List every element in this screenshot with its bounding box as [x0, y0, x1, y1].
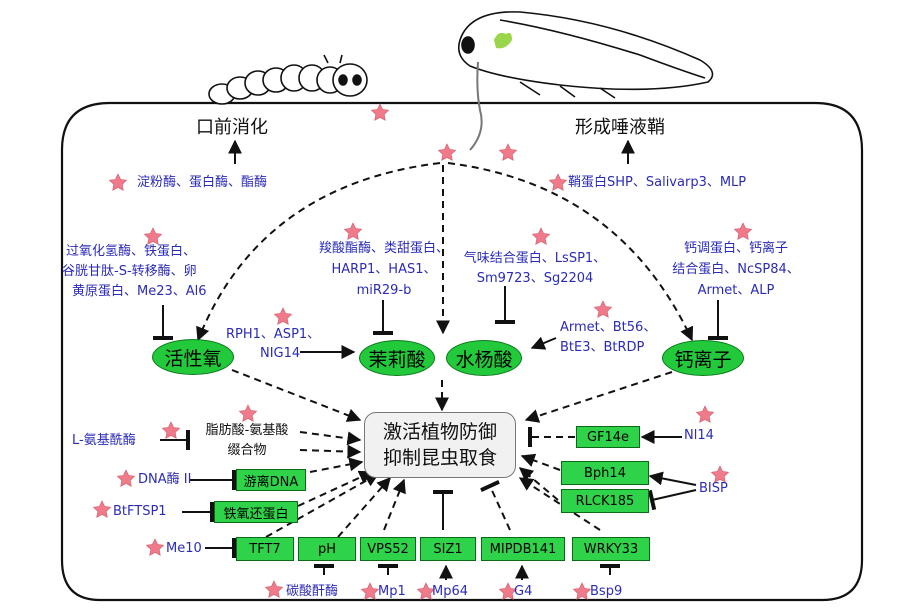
l-amino-label: L-氨基酰酶: [72, 433, 136, 448]
center-line2: 抑制昆虫取食: [382, 447, 497, 469]
ni14-label: Nl14: [684, 428, 714, 443]
center-line1: 激活植物防御: [382, 421, 497, 443]
factor-vps52: VPS52: [360, 537, 416, 561]
factor-gf14e: GF14e: [576, 426, 640, 448]
planthopper-icon: [457, 11, 714, 151]
g4-label: G4: [514, 584, 533, 599]
signal-sa: 水杨酸: [446, 340, 522, 376]
sheath-label: 形成唾液鞘: [575, 117, 665, 138]
carbonic-label: 碳酸酐酶: [286, 584, 339, 599]
ca-effectors-line3: Armet、ALP: [697, 283, 775, 298]
signal-ros: 活性氧: [152, 339, 234, 375]
factor-ph: pH: [298, 537, 356, 561]
factor-free-dna: 游离DNA: [236, 469, 306, 491]
bsp9-label: Bsp9: [590, 584, 623, 599]
btftsp1-label: BtFTSP1: [113, 504, 167, 519]
sa-inducers-line2: BtE3、BtRDP: [560, 340, 645, 355]
bisp-label: BISP: [699, 481, 728, 496]
ca-effectors-line1: 钙调蛋白、钙离子: [683, 241, 788, 256]
sa-effectors-line1: 气味结合蛋白、LsSP1、: [463, 251, 607, 266]
center-outcome-box: 激活植物防御 抑制昆虫取食: [364, 412, 516, 478]
ros-effectors-line1: 过氧化氢酶、铁蛋白、: [66, 244, 197, 259]
factor-tft7: TFT7: [236, 537, 294, 561]
fatty-acid-line1: 脂肪酸-氨基酸: [205, 423, 289, 438]
ca-effectors-line2: 结合蛋白、NcSP84、: [672, 262, 800, 277]
me10-label: Me10: [166, 541, 202, 556]
factor-siz1: SIZ1: [420, 537, 476, 561]
factor-mipdb141: MIPDB141: [481, 537, 565, 561]
fatty-acid-line2: 缀合物: [227, 443, 267, 458]
cell-outline: [60, 101, 864, 602]
mp1-label: Mp1: [378, 584, 406, 599]
factor-bph14: Bph14: [561, 461, 649, 485]
caterpillar-icon: [208, 54, 368, 105]
ja-inducers-line2: NIG14: [260, 346, 301, 361]
dnase-label: DNA酶 II: [138, 472, 192, 487]
signal-ja: 茉莉酸: [359, 340, 435, 376]
ja-inducers-line1: RPH1、ASP1、: [226, 327, 321, 342]
stylet-icon: [469, 61, 483, 151]
predigestion-label: 口前消化: [196, 117, 268, 138]
sheath-proteins-label: 鞘蛋白SHP、Salivarp3、MLP: [568, 175, 747, 190]
ros-effectors-line2: 谷胱甘肽-S-转移酶、卵: [62, 264, 197, 279]
sa-inducers-line1: Armet、Bt56、: [560, 320, 657, 335]
ja-effectors-line2: HARP1、HAS1、: [331, 262, 437, 277]
factor-ferredoxin: 铁氧还蛋白: [214, 501, 298, 523]
ros-effectors-line3: 黄原蛋白、Me23、Al6: [72, 284, 207, 299]
mp64-label: Mp64: [432, 584, 469, 599]
sa-effectors-line2: Sm9723、Sg2204: [476, 271, 594, 286]
ja-effectors-line3: miR29-b: [356, 283, 412, 298]
factor-rlck185: RLCK185: [561, 489, 649, 513]
signal-ca: 钙离子: [662, 340, 744, 376]
ja-effectors-line1: 羧酸酯酶、类甜蛋白、: [318, 241, 449, 256]
factor-wrky33: WRKY33: [572, 537, 650, 561]
digest-enzymes-label: 淀粉酶、蛋白酶、酯酶: [137, 175, 268, 190]
